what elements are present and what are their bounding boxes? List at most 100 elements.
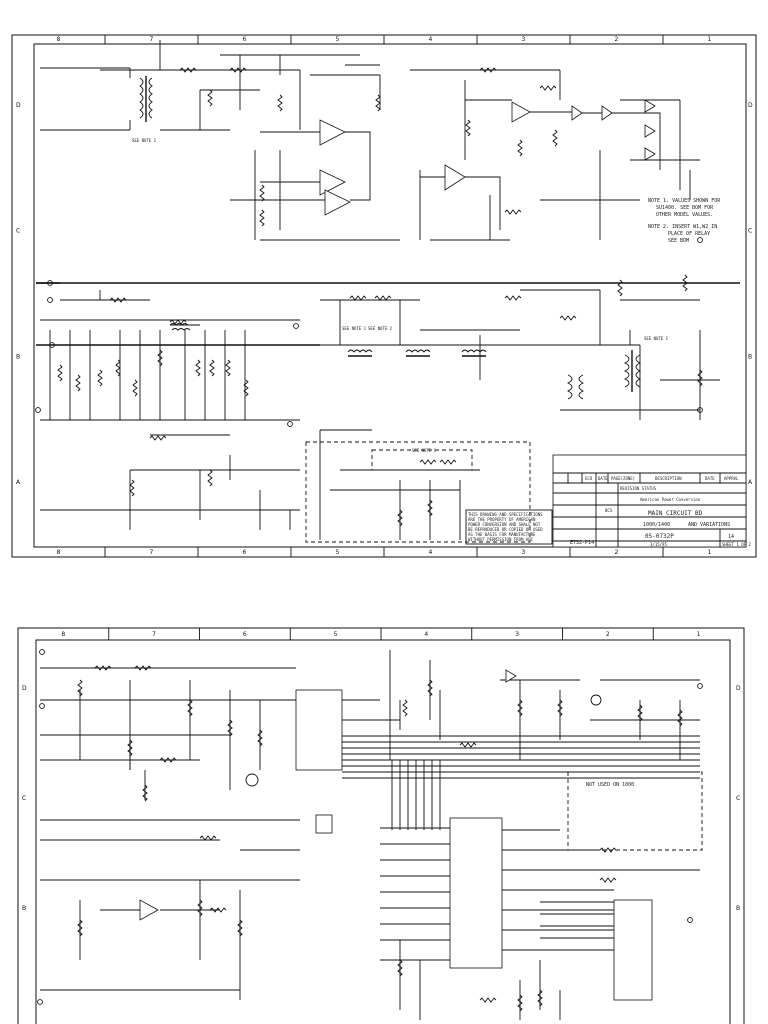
resistor-symbol bbox=[517, 994, 523, 1012]
connector-pin bbox=[37, 999, 43, 1005]
connector-pin bbox=[49, 342, 55, 348]
tb-date: 3/15/95 bbox=[650, 542, 667, 547]
connector-pin bbox=[293, 323, 299, 329]
zone-label-top: 2 bbox=[615, 36, 619, 43]
zone-label-bottom: 7 bbox=[150, 549, 154, 556]
choke-coil bbox=[171, 328, 191, 331]
resistor-symbol bbox=[402, 699, 408, 717]
title-block: ECO DATE PAGE(ZONE) DESCRIPTION DATE APP… bbox=[552, 454, 751, 548]
zone-label-top: 1 bbox=[697, 631, 701, 638]
see-note-1-label: SEE NOTE 1 bbox=[132, 138, 157, 143]
tb-hdr-page: PAGE(ZONE) bbox=[611, 476, 635, 481]
connector-pin bbox=[697, 683, 703, 689]
zone-label-top: 2 bbox=[606, 631, 610, 638]
resistor-symbol bbox=[179, 67, 197, 73]
resistor-symbol bbox=[427, 679, 433, 697]
note-2-line1: NOTE 2. INSERT W1,W2 IN bbox=[648, 224, 717, 230]
resistor-symbol bbox=[479, 997, 497, 1003]
zone-label-bottom: 8 bbox=[57, 549, 61, 556]
resistor-symbol bbox=[115, 359, 121, 377]
resistor-symbol bbox=[109, 297, 127, 303]
resistor-symbol bbox=[697, 369, 703, 387]
zone-label-top: 6 bbox=[243, 36, 247, 43]
sheet-2-resistors bbox=[77, 665, 683, 1012]
tb-hdr-date: DATE bbox=[598, 476, 608, 481]
resistor-symbol bbox=[259, 209, 265, 227]
proprietary-line6: WITHOUT PERMISSION FROM APC bbox=[468, 537, 534, 542]
zone-label-left: B bbox=[22, 905, 26, 912]
op-amp-u1 bbox=[230, 119, 400, 241]
note-2-line3: SEE BOM bbox=[668, 238, 689, 244]
resistor-symbol bbox=[419, 459, 437, 465]
sheet-1-inner-border bbox=[33, 43, 747, 548]
zone-label-right: C bbox=[736, 795, 740, 802]
connector-pin bbox=[287, 421, 293, 427]
proprietary-line4: BE REPRODUCED OR COPIED OR USED bbox=[468, 527, 543, 532]
relay-coil bbox=[461, 349, 487, 353]
zone-label-top: 5 bbox=[334, 631, 338, 638]
tb-title: MAIN CIRCUIT BD bbox=[648, 510, 703, 517]
zone-label-top: 3 bbox=[515, 631, 519, 638]
ic-u4 bbox=[449, 817, 503, 969]
resistor-symbol bbox=[374, 295, 392, 301]
zone-label-top: 4 bbox=[424, 631, 428, 638]
tb-hdr-apprvl: APPRVL bbox=[724, 476, 739, 481]
zone-label-top: 8 bbox=[57, 36, 61, 43]
resistor-symbol bbox=[134, 665, 152, 671]
op-amp-u8 bbox=[505, 669, 517, 683]
zone-label-left: D bbox=[16, 102, 21, 109]
resistor-symbol bbox=[637, 704, 643, 722]
resistor-symbol bbox=[127, 739, 133, 757]
note-2-line2: PLACE OF RELAY bbox=[668, 231, 710, 237]
resistor-symbol bbox=[459, 742, 477, 748]
tb-drawn-by: BCS bbox=[605, 508, 613, 513]
zone-label-left: B bbox=[16, 353, 20, 360]
resistor-symbol bbox=[199, 835, 217, 841]
tb-file: E732-P14 bbox=[570, 540, 594, 546]
proprietary-line2: ARE THE PROPERTY OF AMERICAN bbox=[468, 517, 536, 522]
zone-label-right: C bbox=[748, 228, 752, 235]
resistor-symbol bbox=[599, 877, 617, 883]
resistor-symbol bbox=[259, 184, 265, 202]
note-1-line3: OTHER MODEL VALUES. bbox=[656, 212, 713, 218]
led-indicator bbox=[245, 773, 259, 787]
resistor-symbol bbox=[142, 784, 148, 802]
resistor-symbol bbox=[227, 719, 233, 737]
connector-pin bbox=[47, 297, 53, 303]
resistor-symbol bbox=[349, 295, 367, 301]
ic-u3 bbox=[295, 689, 343, 771]
zone-label-bottom: 6 bbox=[243, 549, 247, 556]
connector-pin bbox=[35, 407, 41, 413]
zone-label-bottom: 3 bbox=[522, 549, 526, 556]
resistor-symbol bbox=[209, 907, 227, 913]
choke-coil bbox=[169, 323, 189, 326]
not-used-label: NOT USED ON 1000 bbox=[586, 782, 634, 788]
zone-label-bottom: 5 bbox=[336, 549, 340, 556]
zone-label-left: D bbox=[22, 685, 27, 692]
connector-pin bbox=[687, 917, 693, 923]
resistor-symbol bbox=[465, 119, 471, 137]
resistor-symbol bbox=[617, 279, 623, 297]
connector-pin bbox=[697, 237, 703, 243]
see-note-2-label: SEE NOTE 2 bbox=[368, 326, 393, 331]
zone-label-top: 7 bbox=[152, 631, 156, 638]
resistor-symbol bbox=[229, 67, 247, 73]
resistor-symbol bbox=[552, 129, 558, 147]
relay-coil bbox=[405, 349, 431, 353]
resistor-symbol bbox=[207, 89, 213, 107]
zone-label-bottom: 2 bbox=[615, 549, 619, 556]
relay-coil bbox=[347, 349, 373, 353]
tb-revision-status: REVISION STATUS bbox=[620, 486, 657, 491]
resistor-symbol bbox=[277, 94, 283, 112]
resistor-symbol bbox=[479, 67, 497, 73]
zone-label-top: 1 bbox=[708, 36, 712, 43]
resistor-symbol bbox=[237, 919, 243, 937]
resistor-symbol bbox=[257, 729, 263, 747]
resistor-symbol bbox=[677, 709, 683, 727]
